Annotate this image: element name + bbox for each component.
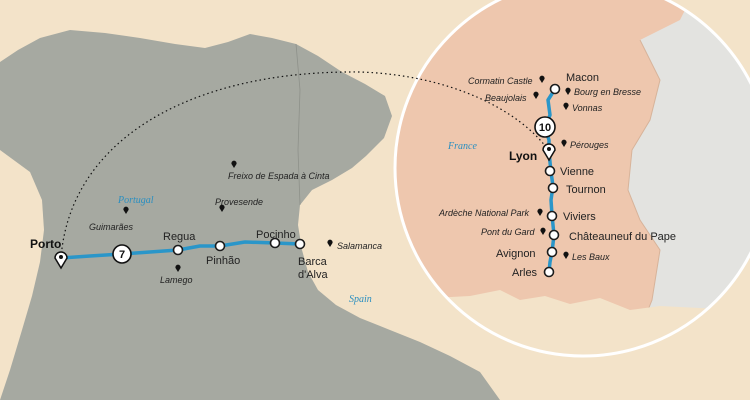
neighbor-border [627,39,661,331]
poi-pin-icon [533,91,539,99]
stop-marker-tournon [547,182,559,194]
poi-label-cormatin-castle: Cormatin Castle [468,76,533,86]
stop-marker-arles [543,266,555,278]
city-label-porto: Porto [30,237,61,251]
poi-label-perouges: Pérouges [570,140,609,150]
poi-label-vonnas: Vonnas [572,103,603,113]
city-label-macon: Macon [566,72,599,84]
poi-pin-icon [563,102,569,110]
porto-pin-icon [54,251,68,270]
poi-pin-icon [540,227,546,235]
rhone-nights-badge: 10 [534,116,556,138]
poi-pin-icon [537,208,543,216]
poi-pin-icon [539,75,545,83]
connector-dotted [60,71,550,259]
poi-label-beaujolais: Beaujolais [485,93,527,103]
poi-markers [123,75,571,272]
city-label-tournon: Tournon [566,184,606,196]
poi-label-pont-du-gard: Pont du Gard [481,227,536,237]
city-label-dalva: d'Alva [298,269,328,281]
poi-label-guimaraes: Guimarães [89,222,134,232]
douro-route [60,240,301,260]
lyon-pin-icon [542,143,556,162]
stop-marker-macon [549,83,561,95]
porto-coastline [0,150,44,400]
stop-marker-pocinho [269,237,281,249]
city-label-chateauneuf: Châteauneuf du Pape [569,231,676,243]
poi-pin-icon [231,160,237,168]
city-label-vienne: Vienne [560,166,594,178]
stop-marker-pinhao [214,240,226,252]
city-label-pocinho: Pocinho [256,229,296,241]
country-label-france: France [447,141,477,152]
poi-pin-icon [175,264,181,272]
poi-label-ardeche: Ardèche National Park [438,208,530,218]
poi-pin-icon [565,87,571,95]
stop-marker-vienne [544,165,556,177]
portugal-spain-border [295,43,301,206]
stop-marker-chateauneuf [548,229,560,241]
poi-pin-icon [563,251,569,259]
douro-nights-badge: 7 [112,244,132,264]
poi-pin-icon [123,206,129,214]
poi-pin-icon [219,204,225,212]
poi-label-lamego: Lamego [160,275,193,285]
country-label-portugal: Portugal [117,195,154,206]
rhone-badge-text: 10 [539,122,551,134]
poi-pin-icon [561,139,567,147]
city-label-barca: Barca [298,256,328,268]
poi-label-salamanca: Salamanca [337,241,382,251]
city-label-avignon: Avignon [496,248,536,260]
stop-marker-viviers [546,210,558,222]
zoom-circle-border [393,0,750,358]
country-label-spain: Spain [349,294,372,305]
douro-badge-text: 7 [119,249,125,261]
iberia-landmass [0,30,500,400]
stop-marker-avignon [546,246,558,258]
poi-label-bourg-en-bresse: Bourg en Bresse [574,87,641,97]
city-label-pinhao: Pinhão [206,255,240,267]
poi-label-freixo: Freixo de Espada à Cinta [228,171,330,181]
stop-marker-regua [172,244,184,256]
stop-marker-barca-dalva [294,238,306,250]
poi-label-les-baux: Les Baux [572,252,610,262]
poi-label-provesende: Provesende [215,197,263,207]
city-label-arles: Arles [512,267,538,279]
city-label-lyon: Lyon [509,149,537,163]
city-label-regua: Regua [163,231,196,243]
city-label-viviers: Viviers [563,211,596,223]
poi-pin-icon [327,239,333,247]
